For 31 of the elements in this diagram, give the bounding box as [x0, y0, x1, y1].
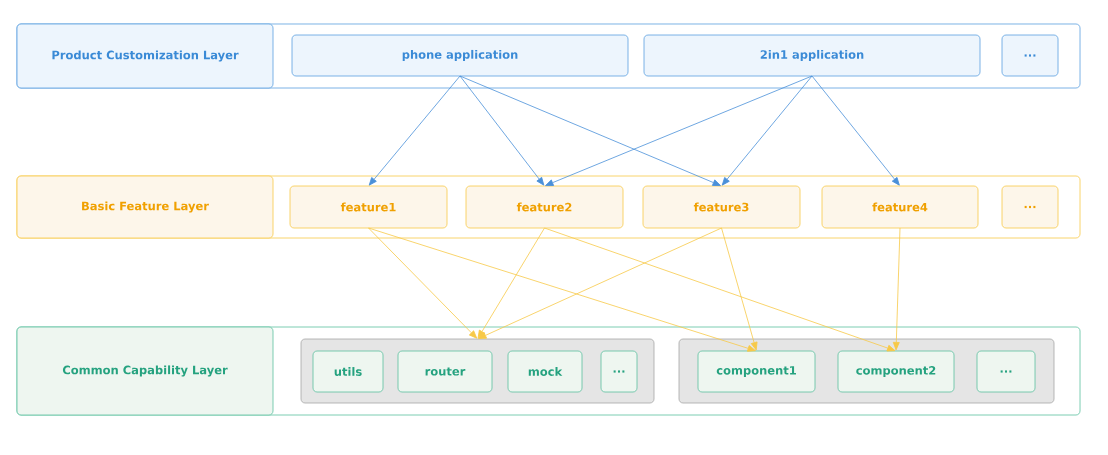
module-box: mock	[507, 350, 583, 393]
arrow	[721, 75, 813, 186]
module-box: phone application	[291, 34, 629, 77]
module-box: ...	[1001, 34, 1059, 77]
arrow	[459, 75, 545, 186]
layer-label-box: Product Customization Layer	[16, 23, 274, 89]
arrow	[368, 227, 756, 352]
module-box: feature3	[642, 185, 801, 229]
module-box: feature1	[289, 185, 448, 229]
module-box: utils	[312, 350, 384, 393]
arrow	[368, 227, 478, 339]
layer-label-box: Common Capability Layer	[16, 326, 274, 416]
module-box: component2	[837, 350, 955, 393]
module-box: ...	[1001, 185, 1059, 229]
module-box: component1	[697, 350, 816, 393]
arrow	[892, 227, 901, 351]
arrow	[721, 227, 758, 351]
arrow	[811, 75, 900, 186]
module-box: router	[397, 350, 493, 393]
arrow	[368, 75, 461, 186]
module-box: ...	[600, 350, 638, 393]
arrow	[544, 227, 896, 352]
module-box: 2in1 application	[643, 34, 981, 77]
module-box: feature2	[465, 185, 624, 229]
arrow	[477, 227, 545, 339]
module-box: feature4	[821, 185, 979, 229]
arrow	[545, 75, 813, 186]
arrow	[459, 75, 721, 186]
module-box: ...	[976, 350, 1036, 393]
arrow	[478, 227, 722, 339]
layer-label-box: Basic Feature Layer	[16, 175, 274, 239]
